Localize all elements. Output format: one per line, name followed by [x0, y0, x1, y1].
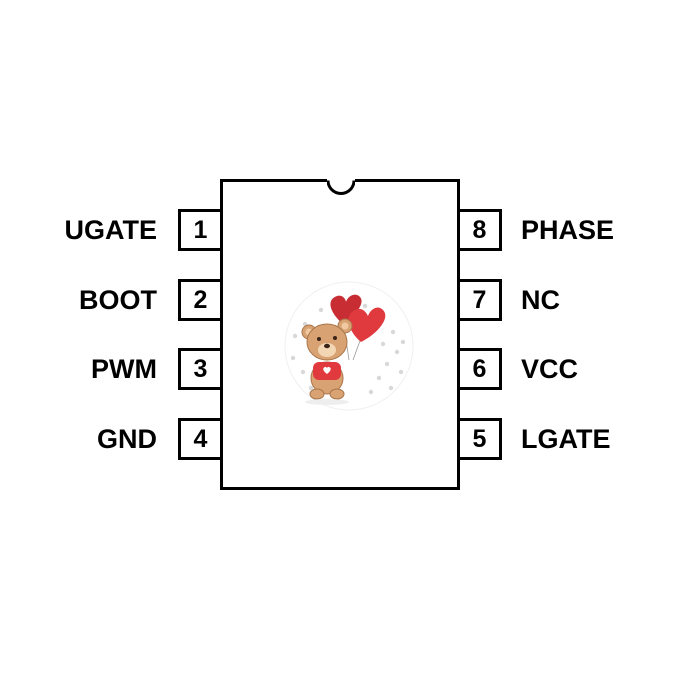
pin-5-number: 5 [472, 424, 487, 453]
teddy-bear-logo [284, 281, 414, 411]
pin-1-number: 1 [193, 215, 208, 244]
pin-4-box: 4 [178, 418, 220, 460]
dot-pattern [290, 303, 406, 403]
pin1-notch [327, 179, 355, 195]
pin-7-box: 7 [460, 279, 502, 321]
pin-1-box: 1 [178, 209, 220, 251]
pin-6-number: 6 [472, 354, 487, 383]
heart-balloon-front [348, 307, 386, 342]
pin-8-label: PHASE [521, 215, 615, 245]
heart-balloon-back [330, 294, 362, 324]
pin-5-label: LGATE [521, 424, 611, 454]
pin-4-number: 4 [193, 424, 208, 453]
pin-8-number: 8 [472, 215, 487, 244]
pin-6-box: 6 [460, 348, 502, 390]
pin-6-label: VCC [521, 354, 579, 384]
pin-3-number: 3 [193, 354, 208, 383]
pin-7-number: 7 [472, 285, 487, 314]
pin-2-box: 2 [178, 279, 220, 321]
bear-icon [301, 318, 353, 405]
pin-3-label: PWM [91, 354, 157, 384]
pin-7-label: NC [521, 285, 560, 315]
pin-8-box: 8 [460, 209, 502, 251]
pin-2-number: 2 [193, 285, 208, 314]
pin-3-box: 3 [178, 348, 220, 390]
pin-4-label: GND [97, 424, 157, 454]
pin-2-label: BOOT [79, 285, 157, 315]
pin-1-label: UGATE [64, 215, 158, 245]
pin-5-box: 5 [460, 418, 502, 460]
